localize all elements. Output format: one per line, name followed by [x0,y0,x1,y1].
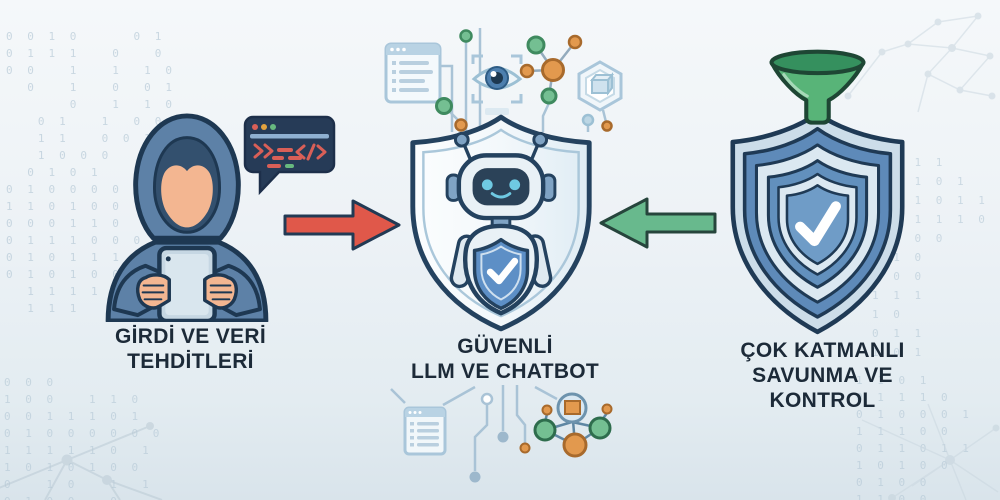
node-network-icon [533,392,613,458]
layered-shield-icon [730,49,905,335]
label-threats-line1: GİRDİ VE VERİ [115,325,266,348]
data-icons-bottom-cluster [390,385,613,483]
threat-arrow-icon [283,199,401,251]
label-secure-llm: GÜVENLİ LLM VE CHATBOT [400,334,610,384]
eye-scanner-icon [471,54,523,115]
network-mesh-bottom-right-icon [861,403,1000,500]
hacker-figure-icon [105,113,269,322]
secure-llm-shield-icon [410,114,592,332]
molecule-graph-icon [519,34,583,105]
label-threats-line2: TEHDİTLERİ [127,350,254,373]
label-secure-llm-line2: LLM VE CHATBOT [410,360,600,383]
hexagon-cube-icon [577,60,623,112]
binary-code-bottom-left: 0 0 0 1 0 0 1 1 0 0 0 1 1 1 0 1 0 1 0 0 … [4,376,164,500]
browser-window-icon [384,42,442,104]
document-list-icon [403,406,447,456]
label-defense-line1: ÇOK KATMANLI [740,339,905,362]
defense-arrow-icon [599,197,717,249]
network-mesh-bottom-left-icon [0,422,163,500]
filter-funnel-icon [769,49,866,125]
code-bubble-icon [243,115,336,196]
label-defense: ÇOK KATMANLI SAVUNMA VE KONTROL [700,338,945,413]
label-defense-line2: SAVUNMA VE KONTROL [752,364,893,412]
robot-chatbot-icon [445,131,557,316]
label-secure-llm-line1: GÜVENLİ [457,335,553,358]
network-mesh-top-right-icon [844,12,996,113]
label-threats: GİRDİ VE VERİ TEHDİTLERİ [88,324,293,374]
security-icons-top-cluster [384,28,623,132]
